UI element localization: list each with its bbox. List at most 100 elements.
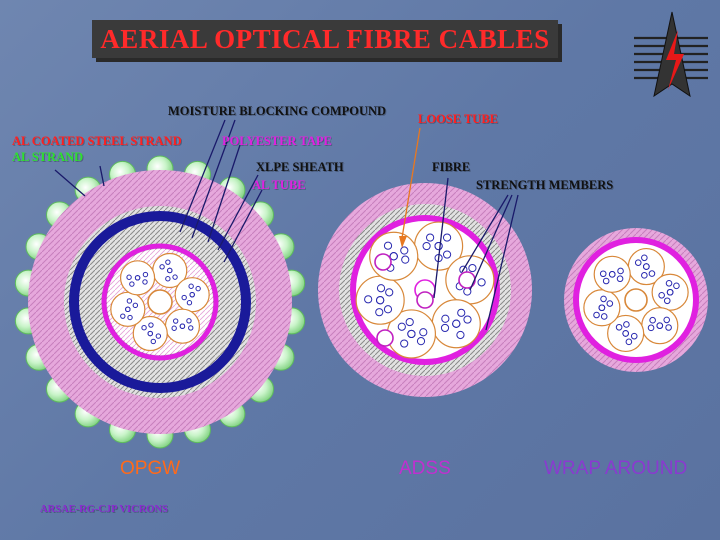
fibre xyxy=(599,270,607,278)
fibre xyxy=(663,297,671,305)
fibre xyxy=(463,315,472,324)
fibre xyxy=(593,311,600,319)
fibre xyxy=(456,330,465,340)
fibre xyxy=(663,316,671,324)
central-strength-member xyxy=(624,288,648,312)
fibre xyxy=(142,279,148,285)
fibre xyxy=(125,306,131,313)
al-tube xyxy=(101,243,219,361)
fibre xyxy=(602,277,610,285)
fibre xyxy=(186,318,192,324)
fibre xyxy=(598,304,606,312)
caption-opgw: OPGW xyxy=(120,458,181,479)
wrap-around-cable xyxy=(564,228,708,372)
fibre xyxy=(625,338,633,346)
opgw-loose-tubes xyxy=(110,252,210,352)
fibre xyxy=(426,233,435,242)
pointer-fibre xyxy=(433,177,449,299)
label-fibre: FIBRE xyxy=(432,160,471,174)
label-moisture-compound: MOISTURE BLOCKING COMPOUND xyxy=(168,104,387,118)
fibre xyxy=(400,246,409,255)
fibre xyxy=(179,323,186,329)
fibre xyxy=(673,282,680,290)
footer-text: ARSAE-RG-CJP VICRONS xyxy=(40,504,168,515)
fibre xyxy=(468,263,477,273)
fibre xyxy=(647,324,655,332)
fibre xyxy=(643,263,650,270)
fibre xyxy=(606,300,614,307)
fibre xyxy=(600,313,608,320)
fibre xyxy=(120,313,126,319)
pointer-al-tube xyxy=(223,189,263,263)
fibre xyxy=(649,316,656,324)
fibre xyxy=(622,330,629,337)
fibre xyxy=(129,281,135,287)
fibre xyxy=(126,274,132,280)
strength-member xyxy=(376,329,394,347)
fibre xyxy=(617,267,624,275)
label-al-coated-steel: AL COATED STEEL STRAND xyxy=(12,134,182,148)
fibre xyxy=(364,295,373,304)
fibre xyxy=(385,288,394,297)
xlpe-sheath xyxy=(69,211,251,393)
fibre xyxy=(148,322,154,328)
label-xlpe-sheath: XLPE SHEATH xyxy=(256,160,344,174)
fibre xyxy=(167,267,173,274)
fibre xyxy=(434,241,443,251)
fibre xyxy=(641,254,648,262)
fibre xyxy=(186,300,193,306)
fibre xyxy=(616,275,624,283)
fibre xyxy=(127,314,133,321)
fibre xyxy=(159,264,165,270)
fibre xyxy=(383,241,393,250)
pointer-xlpe xyxy=(217,174,259,251)
pointer-moisture-2 xyxy=(191,119,236,239)
fibre xyxy=(389,252,398,261)
pointer-strength-3 xyxy=(485,194,519,331)
fibre xyxy=(188,283,194,289)
fibre xyxy=(419,328,428,337)
fibre xyxy=(457,308,466,317)
caption-adss: ADSS xyxy=(399,458,451,479)
fibre xyxy=(142,271,149,278)
wrap-loose-tubes xyxy=(583,247,689,353)
fibre xyxy=(641,272,648,279)
page-title: AERIAL OPTICAL FIBRE CABLES xyxy=(100,23,550,54)
fibre xyxy=(375,308,384,317)
fibre xyxy=(155,333,162,339)
fibre xyxy=(422,241,431,251)
company-logo xyxy=(634,11,708,98)
fibre xyxy=(441,314,450,323)
strength-member xyxy=(416,291,434,309)
pointer-loose-tube-arrow xyxy=(399,236,407,248)
fibre xyxy=(608,271,616,278)
fibre xyxy=(150,338,156,345)
pointer-lines xyxy=(54,119,519,331)
fibre xyxy=(405,317,414,327)
fibre xyxy=(171,325,177,331)
adss-cable xyxy=(318,183,532,397)
fibre xyxy=(397,322,406,331)
label-al-strand: AL STRAND xyxy=(12,150,84,164)
label-polyester-tape: POLYESTER TAPE xyxy=(222,134,332,148)
fibre xyxy=(132,302,139,309)
fibre xyxy=(665,324,672,331)
fibre xyxy=(600,295,607,303)
fibre xyxy=(147,330,153,337)
fibre xyxy=(141,324,147,331)
pointer-moisture-1 xyxy=(179,119,226,233)
pointer-al-coated xyxy=(54,169,86,197)
fibre xyxy=(165,259,171,265)
fibre xyxy=(442,250,452,259)
pointer-polyester xyxy=(207,144,241,243)
fibre xyxy=(400,339,409,348)
fibre xyxy=(165,276,171,282)
fibre xyxy=(181,294,187,301)
pointer-al-strand xyxy=(99,165,105,187)
fibre xyxy=(658,291,665,299)
fibre xyxy=(376,296,385,305)
fibre xyxy=(172,274,178,280)
fibre xyxy=(648,270,656,277)
fibre xyxy=(615,323,623,331)
